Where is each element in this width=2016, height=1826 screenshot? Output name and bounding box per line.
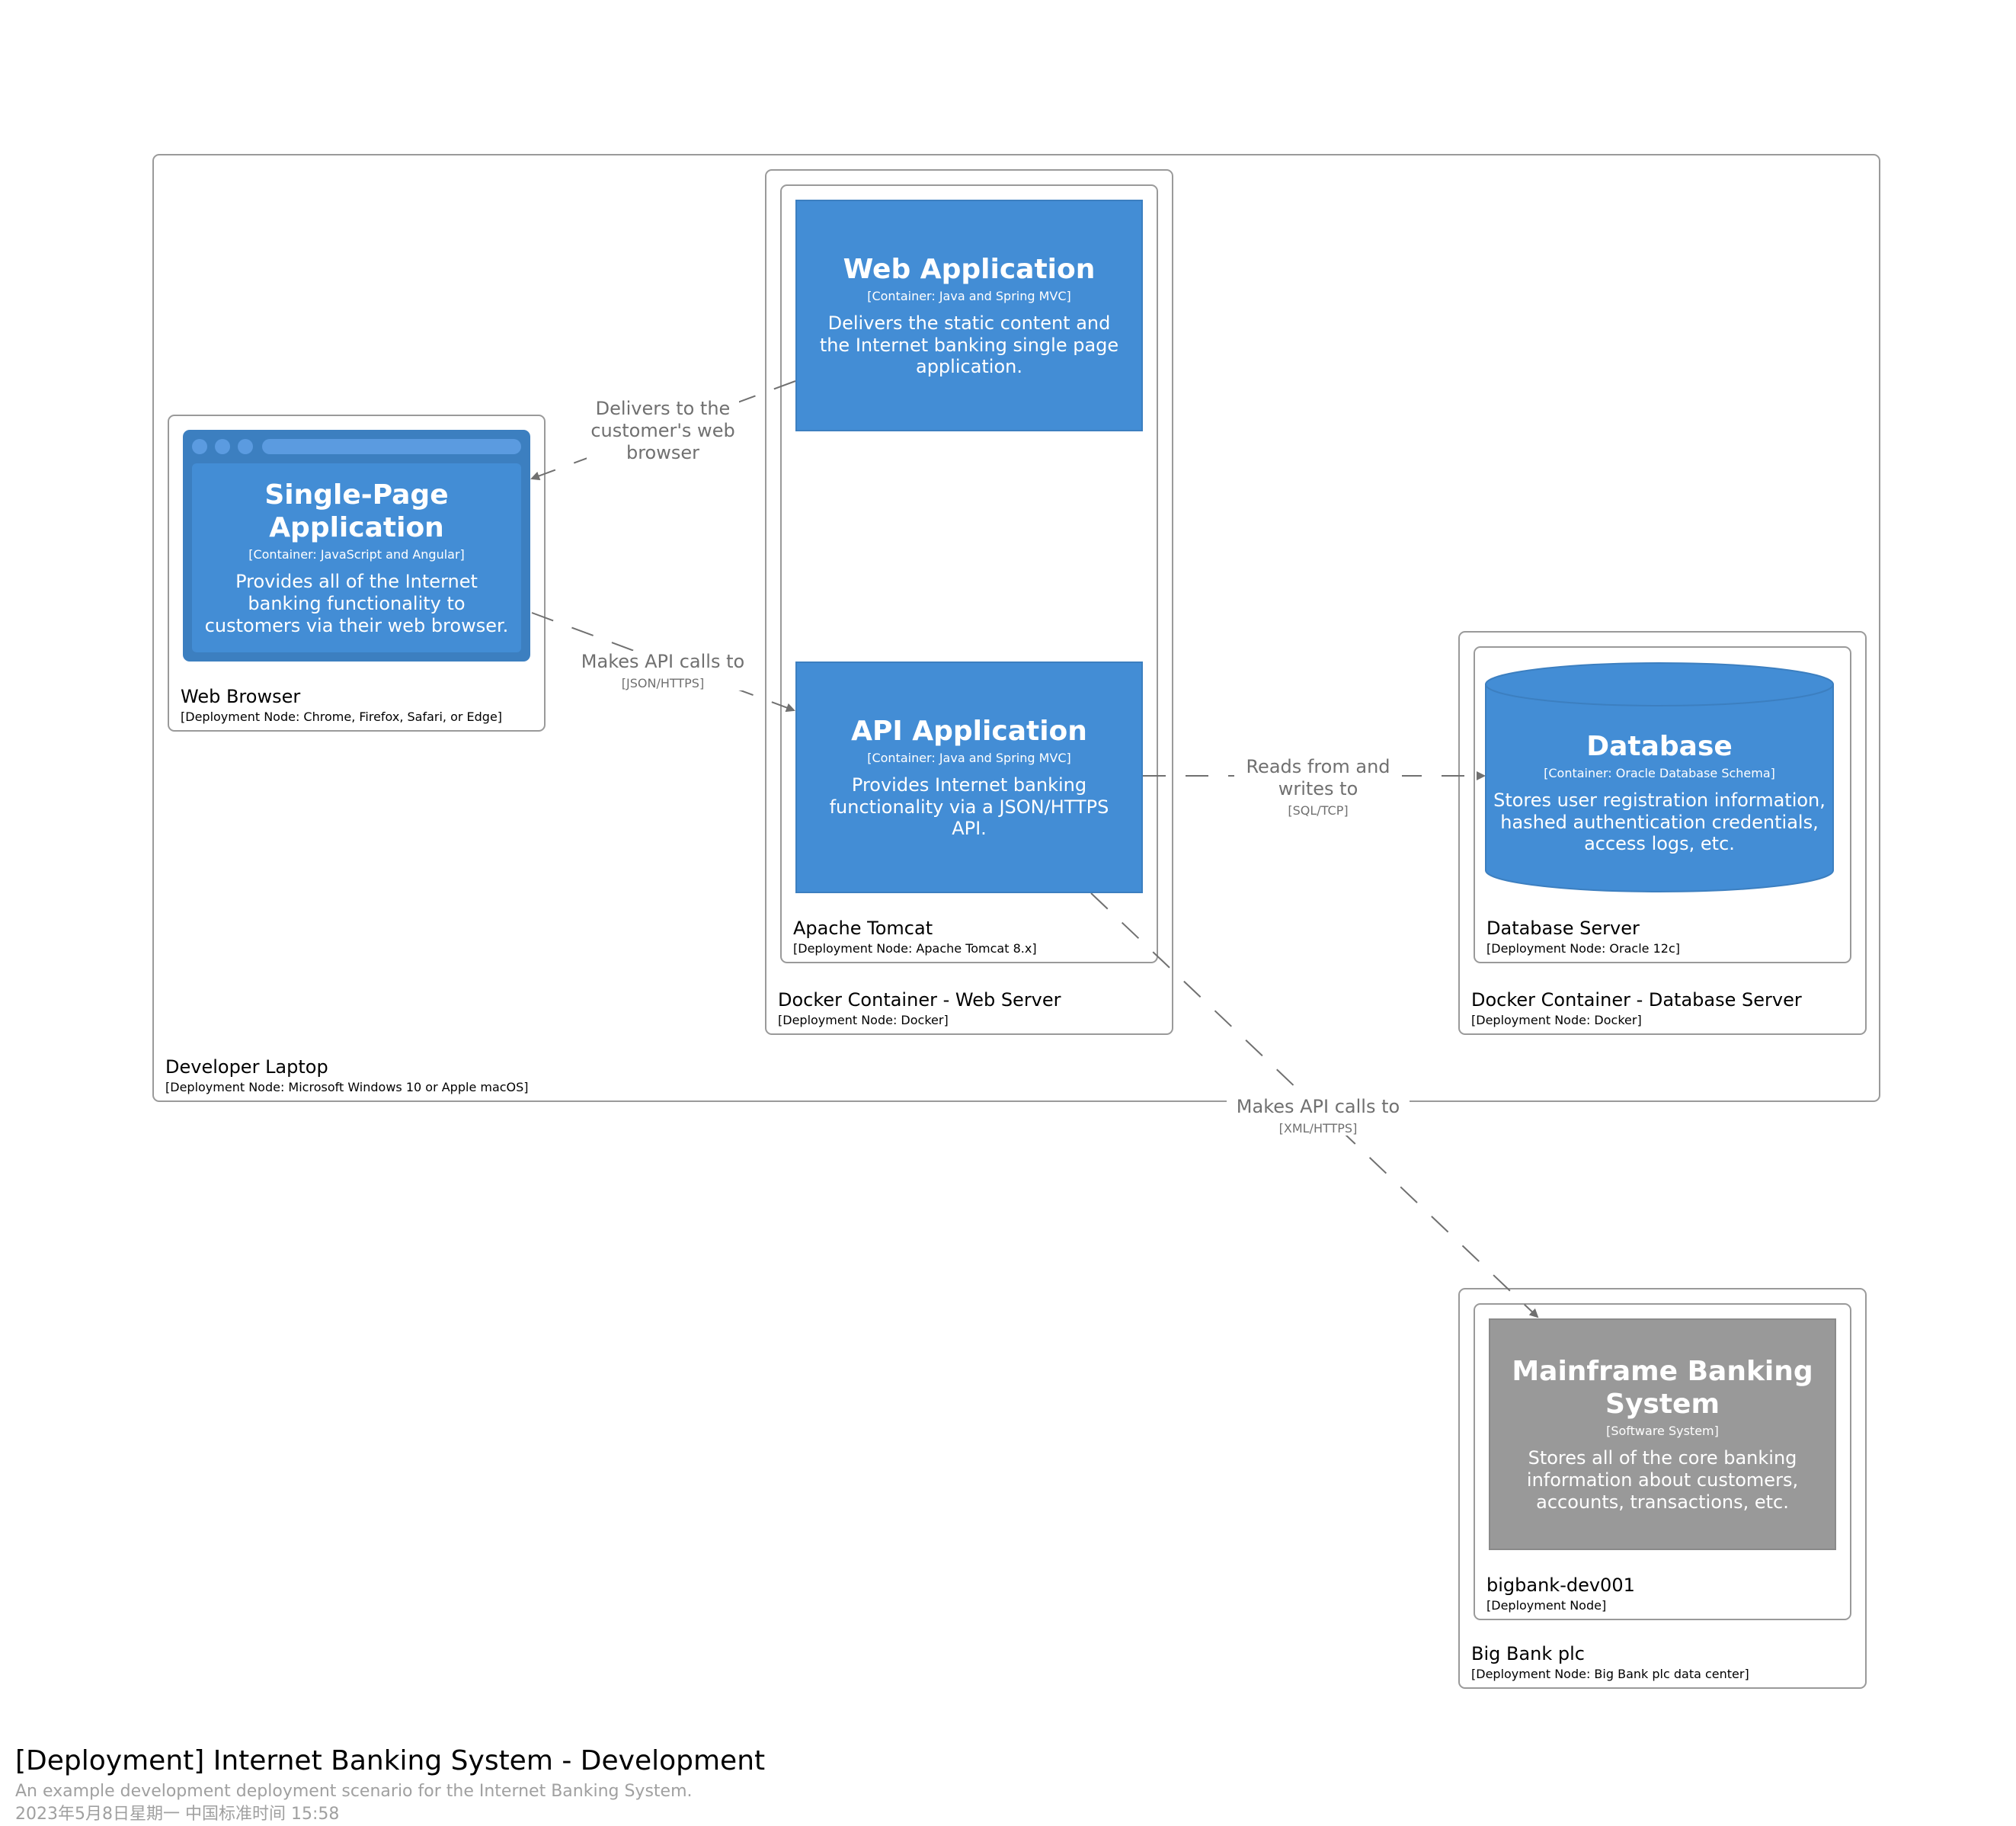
browser-dot-icon [215, 439, 230, 454]
database-cylinder[interactable] [1484, 662, 1835, 893]
container-description: Stores all of the core banking informati… [1526, 1447, 1799, 1514]
node-web-browser[interactable]: Web Browser [Deployment Node: Chrome, Fi… [168, 415, 546, 732]
diagram-date: 2023年5月8日星期一 中国标准时间 15:58 [15, 1804, 340, 1824]
node-name: Big Bank plc [1471, 1643, 1586, 1665]
relationship-label-xml-calls: Makes API calls to [XML/HTTPS] [1227, 1096, 1410, 1136]
relationship-description: Makes API calls to [1236, 1096, 1400, 1117]
node-label: Apache Tomcat [Deployment Node: Apache T… [793, 918, 1037, 956]
node-docker-web-server[interactable]: Docker Container - Web Server [Deploymen… [765, 169, 1173, 1035]
container-title: Single-Page Application [264, 479, 449, 544]
node-name: Docker Container - Database Server [1471, 989, 1802, 1011]
relationship-technology: [JSON/HTTPS] [621, 675, 705, 690]
node-type: [Deployment Node: Apache Tomcat 8.x] [793, 940, 1037, 956]
browser-address-bar [262, 439, 521, 454]
node-type: [Deployment Node: Big Bank plc data cent… [1471, 1666, 1749, 1681]
node-label: Big Bank plc [Deployment Node: Big Bank … [1471, 1643, 1749, 1681]
container-description: Stores user registration information, ha… [1493, 789, 1826, 855]
diagram-title: [Deployment] Internet Banking System - D… [15, 1745, 766, 1776]
relationship-description: Reads from and writes to [1246, 756, 1390, 799]
node-bigbank-dev001[interactable]: bigbank-dev001 [Deployment Node] [1474, 1303, 1851, 1620]
node-type: [Deployment Node: Chrome, Firefox, Safar… [181, 709, 503, 724]
container-description: Provides Internet banking functionality … [829, 774, 1109, 840]
relationship-label-delivers: Delivers to the customer's web browser [587, 398, 739, 464]
node-big-bank-plc[interactable]: Big Bank plc [Deployment Node: Big Bank … [1458, 1288, 1867, 1689]
web-application-container[interactable]: Web Application [Container: Java and Spr… [795, 200, 1143, 431]
container-description: Delivers the static content and the Inte… [819, 312, 1119, 378]
node-type: [Deployment Node: Microsoft Windows 10 o… [165, 1079, 529, 1094]
relationship-label-reads-writes: Reads from and writes to [SQL/TCP] [1234, 756, 1402, 818]
node-name: Docker Container - Web Server [778, 989, 1061, 1011]
node-name: bigbank-dev001 [1486, 1575, 1635, 1597]
diagram-footer: [Deployment] Internet Banking System - D… [15, 1744, 765, 1824]
relationship-label-api-calls: Makes API calls to [JSON/HTTPS] [575, 651, 750, 690]
node-type: [Deployment Node: Docker] [778, 1012, 949, 1027]
node-name: Database Server [1486, 918, 1640, 940]
node-type: [Deployment Node: Docker] [1471, 1012, 1642, 1027]
relationship-technology: [XML/HTTPS] [1278, 1120, 1358, 1136]
node-name: Web Browser [181, 686, 301, 708]
node-label: Database Server [Deployment Node: Oracle… [1486, 918, 1680, 956]
node-label: Web Browser [Deployment Node: Chrome, Fi… [181, 686, 502, 724]
node-label: bigbank-dev001 [Deployment Node] [1486, 1575, 1635, 1613]
relationship-description: Delivers to the customer's web browser [590, 398, 735, 463]
node-type: [Deployment Node: Oracle 12c] [1486, 940, 1680, 956]
mainframe-banking-system[interactable]: Mainframe Banking System [Software Syste… [1489, 1318, 1836, 1550]
diagram-description: An example development deployment scenar… [15, 1782, 693, 1801]
node-label: Developer Laptop [Deployment Node: Micro… [165, 1056, 529, 1094]
browser-content: Single-Page Application [Container: Java… [192, 463, 521, 652]
container-title: API Application [851, 715, 1087, 747]
database-container: Database [Container: Oracle Database Sch… [1492, 709, 1827, 876]
node-label: Docker Container - Database Server [Depl… [1471, 989, 1802, 1027]
node-database-server[interactable]: Database Server [Deployment Node: Oracle… [1474, 646, 1851, 963]
node-name: Developer Laptop [165, 1056, 328, 1078]
relationship-technology: [SQL/TCP] [1288, 802, 1349, 818]
container-title: Mainframe Banking System [1512, 1356, 1813, 1421]
container-tech: [Container: Java and Spring MVC] [867, 288, 1071, 303]
browser-dot-icon [238, 439, 253, 454]
container-title: Database [1586, 730, 1733, 762]
container-tech: [Software System] [1606, 1424, 1719, 1439]
node-type: [Deployment Node] [1486, 1597, 1607, 1613]
container-title: Web Application [843, 253, 1096, 285]
node-apache-tomcat[interactable]: Apache Tomcat [Deployment Node: Apache T… [780, 184, 1158, 963]
container-tech: [Container: Oracle Database Schema] [1544, 765, 1775, 780]
container-description: Provides all of the Internet banking fun… [204, 571, 509, 637]
node-docker-database-server[interactable]: Docker Container - Database Server [Depl… [1458, 631, 1867, 1035]
browser-dot-icon [192, 439, 207, 454]
single-page-application-container[interactable]: Single-Page Application [Container: Java… [183, 430, 530, 662]
api-application-container[interactable]: API Application [Container: Java and Spr… [795, 662, 1143, 893]
container-tech: [Container: JavaScript and Angular] [248, 547, 465, 562]
node-developer-laptop[interactable]: Developer Laptop [Deployment Node: Micro… [152, 154, 1880, 1102]
container-tech: [Container: Java and Spring MVC] [867, 750, 1071, 765]
node-name: Apache Tomcat [793, 918, 933, 940]
relationship-description: Makes API calls to [581, 651, 745, 672]
node-label: Docker Container - Web Server [Deploymen… [778, 989, 1061, 1027]
